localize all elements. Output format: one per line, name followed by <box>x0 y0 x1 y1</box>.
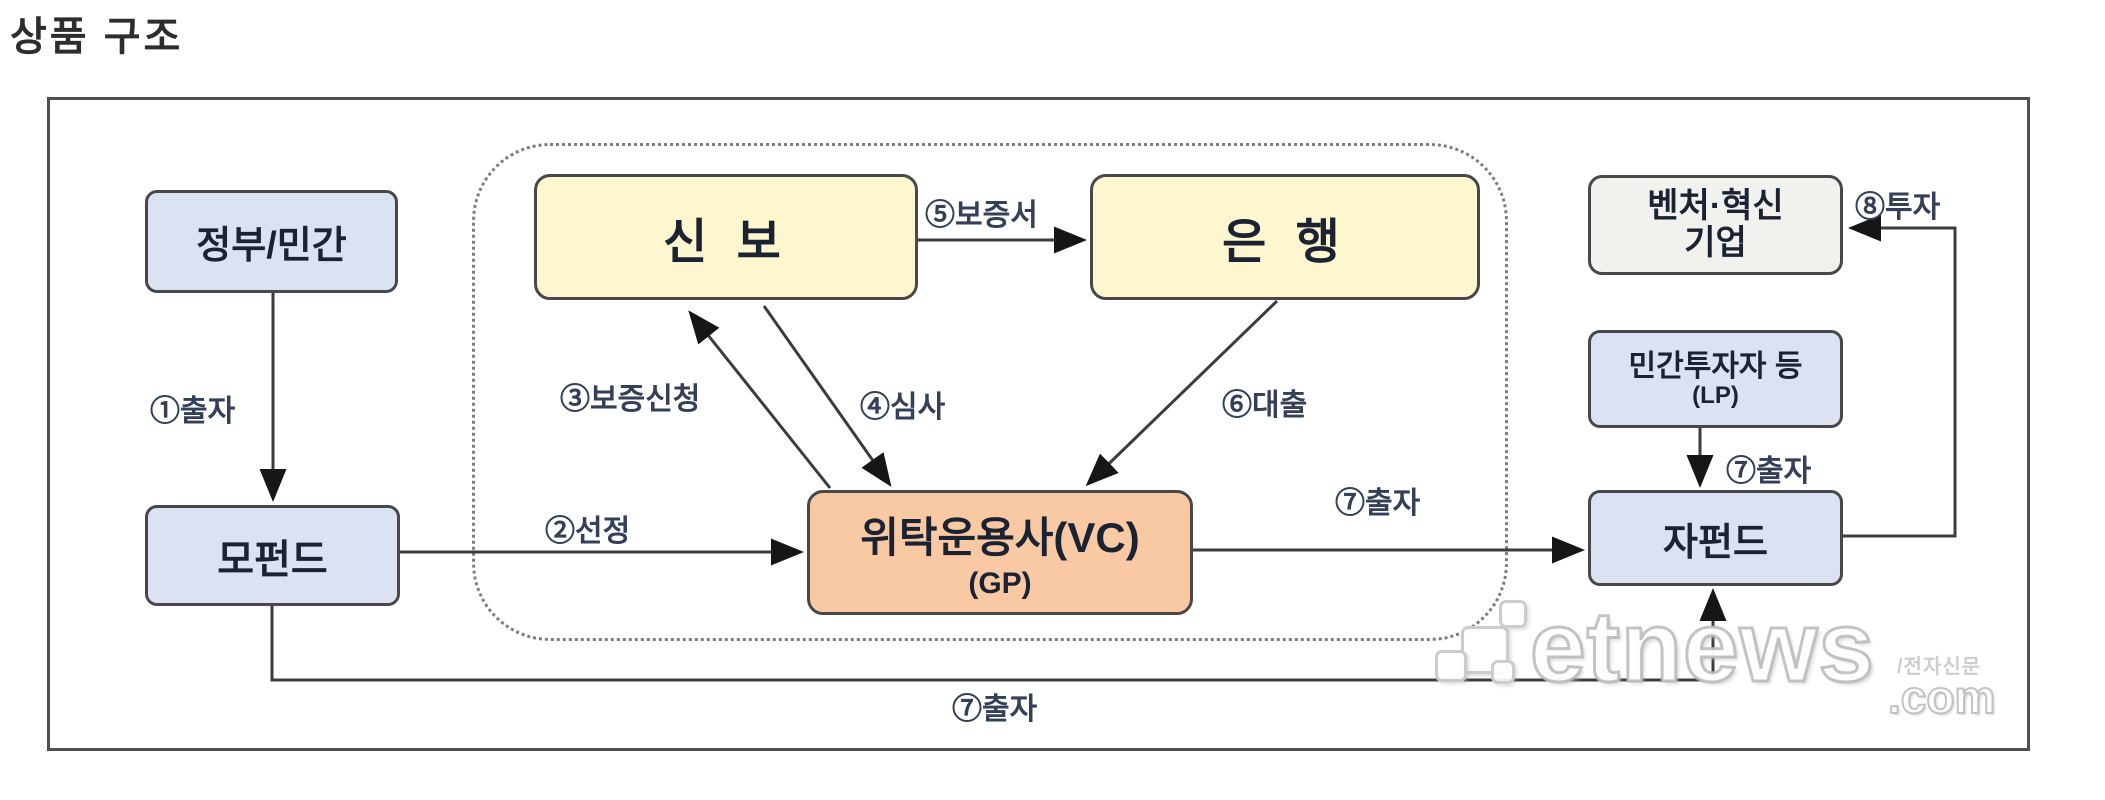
diagram-frame <box>47 97 2030 751</box>
node-label: 벤처·혁신 <box>1647 187 1784 226</box>
node-sublabel: (LP) <box>1692 382 1739 410</box>
edge-label-6-loan: ⑥대출 <box>1222 389 1308 422</box>
node-label: 모펀드 <box>217 537 328 582</box>
edge-label-7-contribution-bottom: ⑦출자 <box>952 693 1038 726</box>
node-private-investors-lp: 민간투자자 등 (LP) <box>1588 330 1843 428</box>
page-title: 상품 구조 <box>10 15 184 59</box>
edge-label-1-contribution: ①출자 <box>150 395 236 428</box>
node-label2: 기업 <box>1684 224 1747 262</box>
node-sublabel: (GP) <box>968 567 1032 600</box>
node-child-fund: 자펀드 <box>1588 490 1843 586</box>
edge-label-7-contribution-lp-child: ⑦출자 <box>1726 455 1812 488</box>
node-label: 신 보 <box>663 216 789 269</box>
node-label: 위탁운용사(VC) <box>860 514 1140 561</box>
node-venture-company: 벤처·혁신 기업 <box>1588 175 1843 275</box>
node-mother-fund: 모펀드 <box>145 505 400 606</box>
edge-label-5-guarantee-certificate: ⑤보증서 <box>925 199 1038 232</box>
node-label: 자펀드 <box>1663 521 1768 564</box>
node-shinbo: 신 보 <box>534 174 918 300</box>
edge-label-2-selection: ②선정 <box>545 515 631 548</box>
node-government-private: 정부/민간 <box>145 190 398 293</box>
edge-label-4-screening: ④심사 <box>860 391 946 424</box>
node-label: 은 행 <box>1222 216 1348 269</box>
node-bank: 은 행 <box>1090 174 1480 300</box>
node-label: 민간투자자 등 <box>1628 349 1803 383</box>
node-label: 정부/민간 <box>196 225 347 267</box>
edge-label-3-guarantee-application: ③보증신청 <box>560 383 701 416</box>
edge-label-7-contribution-vc-child: ⑦출자 <box>1335 487 1421 520</box>
edge-label-8-investment: ⑧투자 <box>1855 191 1941 224</box>
node-vc-gp: 위탁운용사(VC) (GP) <box>807 490 1193 615</box>
